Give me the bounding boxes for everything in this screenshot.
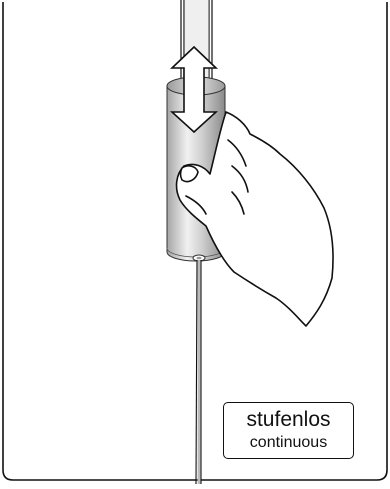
- frame-border: [2, 2, 388, 481]
- mode-label-box: stufenlos continuous: [223, 402, 354, 459]
- lower-cable: [195, 259, 202, 485]
- label-primary: stufenlos: [246, 408, 331, 431]
- hand-icon: [175, 111, 334, 327]
- double-arrow-up-down-icon: [169, 45, 219, 134]
- label-secondary: continuous: [249, 434, 328, 451]
